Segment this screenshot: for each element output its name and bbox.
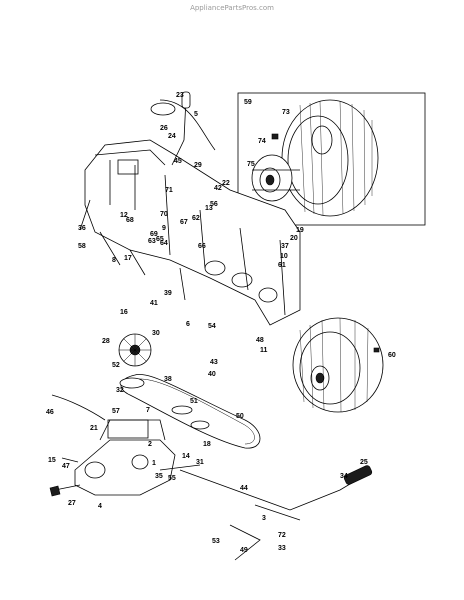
- callout-74: 74: [258, 138, 266, 145]
- callout-45: 45: [174, 158, 182, 165]
- callout-69: 69: [150, 231, 158, 238]
- callout-24: 24: [168, 133, 176, 140]
- callout-44: 44: [240, 485, 248, 492]
- callout-30: 30: [152, 330, 160, 337]
- callout-73: 73: [282, 109, 290, 116]
- callout-23: 23: [176, 92, 184, 99]
- callout-11: 11: [260, 347, 268, 354]
- drive-belt-drawing: [119, 373, 261, 449]
- callout-57: 57: [112, 408, 120, 415]
- callout-7: 7: [146, 407, 150, 414]
- callout-49: 49: [240, 547, 248, 554]
- shift-lever-drawing: [150, 91, 216, 166]
- callout-15: 15: [48, 457, 56, 464]
- callout-35: 35: [155, 473, 163, 480]
- callout-38: 38: [164, 376, 172, 383]
- callout-53: 53: [212, 538, 220, 545]
- callout-37: 37: [281, 243, 289, 250]
- cooling-fan-drawing: [118, 333, 152, 367]
- callout-6: 6: [186, 321, 190, 328]
- callout-59-inset: 59: [244, 99, 252, 106]
- wheel-detail-inset-box: [237, 92, 426, 226]
- callout-5: 5: [194, 111, 198, 118]
- callout-4: 4: [98, 503, 102, 510]
- callout-40: 40: [208, 371, 216, 378]
- callout-70: 70: [160, 211, 168, 218]
- watermark-text: AppliancePartsPros.com: [190, 4, 274, 12]
- callout-61: 61: [278, 262, 286, 269]
- callout-48: 48: [256, 337, 264, 344]
- callout-62: 62: [192, 215, 200, 222]
- callout-18: 18: [203, 441, 211, 448]
- callout-42: 42: [214, 185, 222, 192]
- callout-8: 8: [112, 257, 116, 264]
- callout-labels: 1 2 3 4 5 6 7 8 9 10 11 12 13 14 15 16 1…: [46, 92, 396, 554]
- callout-51: 51: [190, 398, 198, 405]
- callout-22: 22: [222, 180, 230, 187]
- callout-10: 10: [280, 253, 288, 260]
- callout-31: 31: [196, 459, 204, 466]
- callout-27: 27: [68, 500, 76, 507]
- callout-36: 36: [78, 225, 86, 232]
- callout-21: 21: [90, 425, 98, 432]
- callout-9: 9: [162, 225, 166, 232]
- chassis-frame-drawing: [79, 139, 301, 326]
- callout-39: 39: [164, 290, 172, 297]
- callout-34: 34: [340, 473, 348, 480]
- callout-1: 1: [152, 460, 156, 467]
- callout-68: 68: [126, 217, 134, 224]
- callout-65: 65: [156, 236, 164, 243]
- callout-33: 33: [278, 545, 286, 552]
- callout-72: 72: [278, 532, 286, 539]
- callout-75: 75: [247, 161, 255, 168]
- callout-12: 12: [120, 212, 128, 219]
- callout-60: 60: [388, 352, 396, 359]
- callout-19: 19: [296, 227, 304, 234]
- callout-64: 64: [160, 240, 168, 247]
- callout-17: 17: [124, 255, 132, 262]
- shift-rod-drawing: [51, 394, 373, 561]
- callout-16: 16: [120, 309, 128, 316]
- callout-20: 20: [290, 235, 298, 242]
- callout-41: 41: [150, 300, 158, 307]
- callout-43: 43: [210, 359, 218, 366]
- callout-71: 71: [165, 187, 173, 194]
- callout-2: 2: [148, 441, 152, 448]
- callout-14: 14: [182, 453, 190, 460]
- callout-3: 3: [262, 515, 266, 522]
- callout-25: 25: [360, 459, 368, 466]
- callout-63: 63: [148, 238, 156, 245]
- callout-52: 52: [112, 362, 120, 369]
- callout-67: 67: [180, 219, 188, 226]
- callout-28: 28: [102, 338, 110, 345]
- callout-54: 54: [208, 323, 216, 330]
- callout-32: 32: [116, 387, 124, 394]
- callout-13: 13: [205, 205, 213, 212]
- callout-29: 29: [194, 162, 202, 169]
- callout-26: 26: [160, 125, 168, 132]
- callout-50: 50: [236, 413, 244, 420]
- callout-46: 46: [46, 409, 54, 416]
- callout-47: 47: [62, 463, 70, 470]
- callout-66: 66: [198, 243, 206, 250]
- front-wheel-drawing: [292, 317, 384, 413]
- rear-wheel-assembly-drawing: [251, 99, 379, 217]
- callout-55: 55: [168, 475, 176, 482]
- callout-58: 58: [78, 243, 86, 250]
- callout-56: 56: [210, 201, 218, 208]
- transaxle-drawing: [49, 419, 201, 497]
